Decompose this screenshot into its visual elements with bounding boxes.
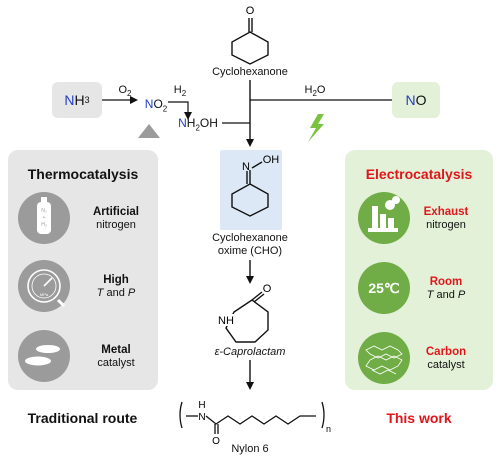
nh2oh-label: NH2OH bbox=[178, 116, 218, 133]
metal-pellets-circle bbox=[18, 330, 70, 382]
lactam-oxygen: O bbox=[263, 283, 272, 295]
thermo-pointer-triangle bbox=[138, 124, 160, 138]
nylon-oxygen: O bbox=[212, 436, 220, 447]
no2-label: NO2 bbox=[144, 97, 168, 114]
svg-text:+: + bbox=[43, 215, 46, 221]
h2-label: H2 bbox=[173, 84, 187, 99]
no2-to-nh2oh-arrow bbox=[168, 101, 192, 120]
nylon-nitrogen: N bbox=[198, 412, 205, 423]
this-work-label: This work bbox=[386, 410, 452, 426]
pressure-gauge-icon bbox=[27, 269, 66, 308]
svg-text:N₂: N₂ bbox=[41, 208, 47, 214]
gauge-unit: MPa bbox=[40, 292, 49, 297]
oxime-nitrogen: N bbox=[242, 161, 250, 173]
nylon-subscript-n: n bbox=[326, 424, 331, 434]
thermocatalysis-title: Thermocatalysis bbox=[27, 166, 139, 182]
traditional-route-label: Traditional route bbox=[27, 410, 138, 426]
carbon-sheet-icon bbox=[365, 345, 403, 375]
electrocatalysis-title: Electrocatalysis bbox=[365, 166, 473, 182]
oxime-hydroxyl: OH bbox=[263, 154, 280, 166]
gas-cylinder-icon: N₂ + H₂ bbox=[37, 197, 51, 234]
svg-text:H₂: H₂ bbox=[41, 222, 47, 228]
nylon-structure bbox=[179, 401, 325, 434]
cyclohexanone-label: Cyclohexanone bbox=[212, 66, 288, 78]
nylon-hydrogen: H bbox=[198, 400, 205, 411]
no-o: O bbox=[415, 92, 427, 108]
temperature-badge: 25℃ bbox=[368, 279, 400, 296]
h2o-label: H2O bbox=[304, 84, 326, 99]
o2-label: O2 bbox=[118, 84, 132, 99]
metal-pellets-icon bbox=[25, 345, 60, 366]
nh3-h: H bbox=[74, 92, 85, 108]
cho-label-line2: oxime (CHO) bbox=[217, 245, 283, 257]
lightning-bolt-icon bbox=[308, 114, 324, 142]
carbon-sheet-circle bbox=[358, 332, 410, 384]
cyclohexanone-structure bbox=[231, 18, 269, 65]
cho-highlight bbox=[220, 150, 282, 230]
cho-structure bbox=[231, 161, 269, 217]
caprolactam-label: ε-Caprolactam bbox=[214, 346, 286, 358]
ketone-oxygen: O bbox=[246, 5, 255, 17]
nh3-sub: 3 bbox=[84, 95, 90, 105]
cho-label-line1: Cyclohexanone bbox=[212, 232, 288, 244]
nh3-n: N bbox=[64, 92, 75, 108]
nylon-label: Nylon 6 bbox=[231, 443, 269, 455]
lactam-nh: NH bbox=[218, 315, 234, 327]
room-temperature-circle: 25℃ bbox=[358, 262, 410, 314]
no-n: N bbox=[405, 92, 416, 108]
factory-icon bbox=[368, 196, 400, 232]
